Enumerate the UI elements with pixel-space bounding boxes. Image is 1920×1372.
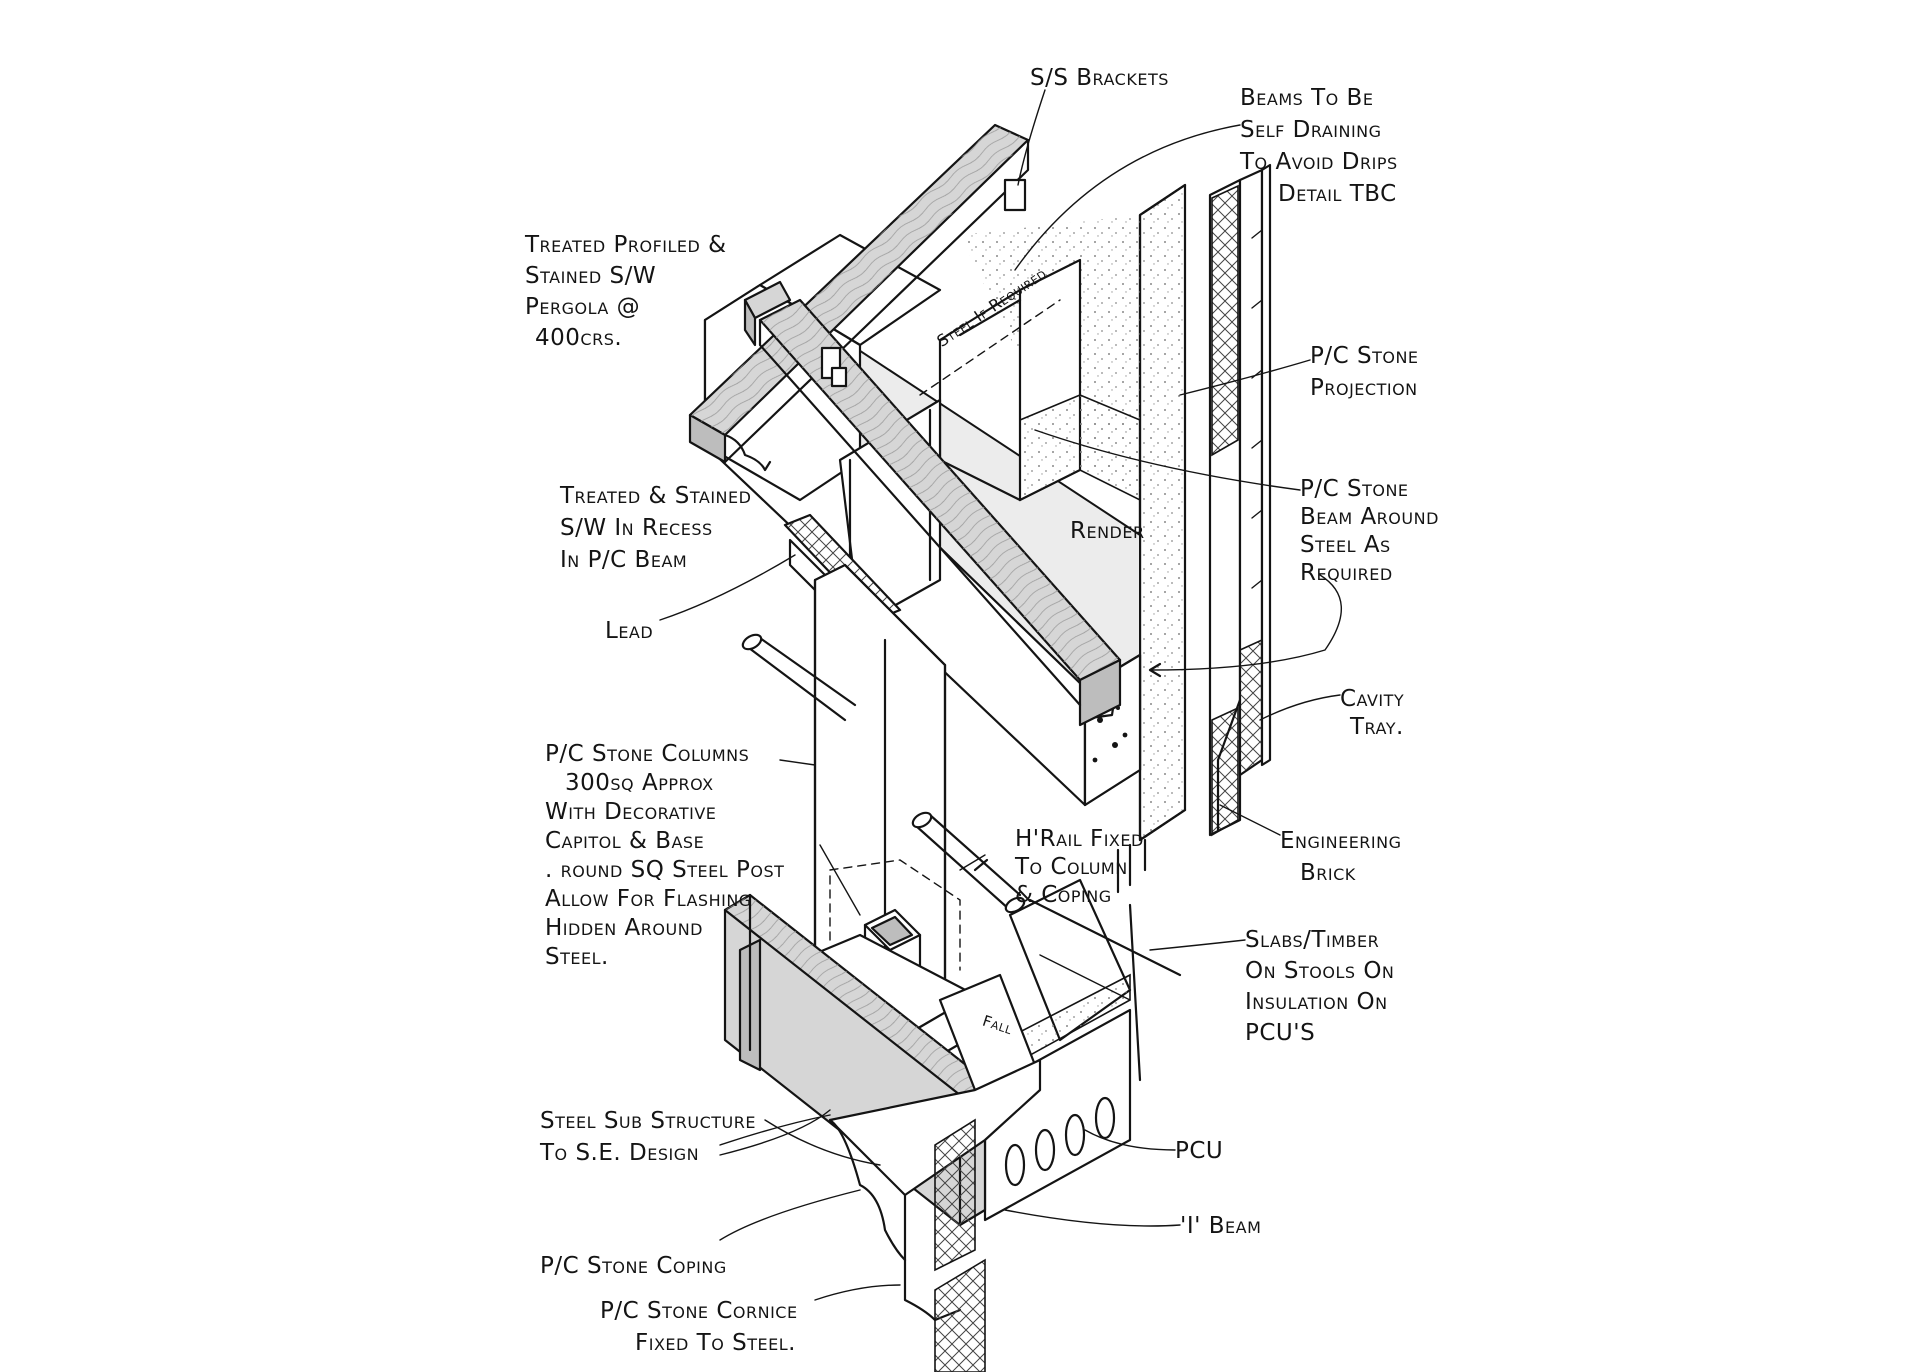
label-pc-stone-projection: P/C Stone Projection	[1310, 343, 1419, 401]
label-pc-stone-cornice: P/C Stone Cornice Fixed To Steel.	[600, 1298, 798, 1356]
label-render: Render	[1070, 518, 1145, 544]
pergola-timber-lower	[743, 280, 1122, 727]
ss-bracket	[820, 178, 1027, 388]
label-pc-stone-beam: P/C Stone Beam Around Steel As Required	[1300, 476, 1439, 586]
label-beams-self-draining: Beams To Be Self Draining To Avoid Drips…	[1240, 85, 1398, 207]
label-engineering-brick: Engineering Brick	[1280, 828, 1402, 886]
pc-stone-cornice	[828, 973, 1042, 1372]
label-hrail: H'Rail Fixed To Column & Coping	[1015, 826, 1144, 908]
pcu-units	[983, 1008, 1132, 1222]
label-pcu: PCU	[1175, 1138, 1224, 1164]
label-i-beam: 'I' Beam	[1180, 1213, 1262, 1239]
label-pc-stone-columns: P/C Stone Columns 300sq Approx With Deco…	[545, 741, 785, 970]
label-steel-sub-structure: Steel Sub Structure To S.E. Design	[540, 1108, 756, 1166]
leader-lines	[659, 89, 1342, 1301]
label-treated-stained-recess: Treated & Stained S/W In Recess In P/C B…	[560, 483, 752, 573]
label-slabs-timber: Slabs/Timber On Stools On Insulation On …	[1245, 927, 1395, 1046]
handrail	[741, 633, 1026, 914]
pergola-timber-upper	[688, 123, 1030, 472]
label-cavity-tray: Cavity Tray.	[1340, 686, 1405, 740]
steel-dashed-line	[919, 299, 1061, 396]
label-pc-stone-coping: P/C Stone Coping	[540, 1253, 727, 1279]
label-lead: Lead	[605, 618, 654, 644]
wall-cavity-construction	[1116, 163, 1272, 894]
label-pergola: Treated Profiled & Stained S/W Pergola @…	[525, 232, 727, 351]
label-ss-brackets: S/S Brackets	[1030, 65, 1169, 91]
